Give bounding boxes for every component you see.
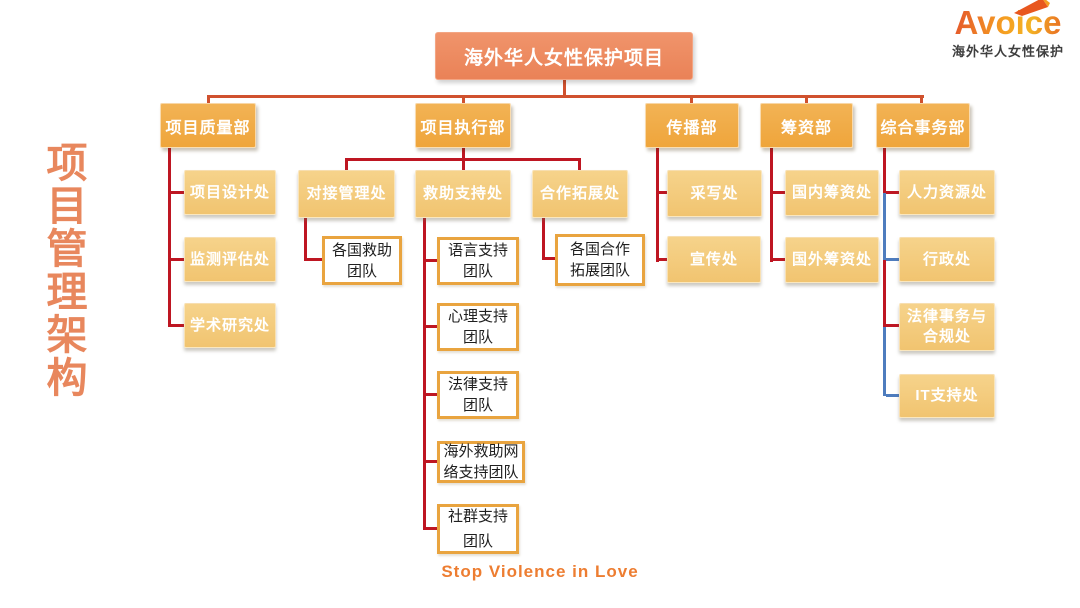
logo: Avoice 海外华人女性保护 <box>943 0 1073 60</box>
connector-line <box>423 218 426 530</box>
flag-icon <box>1013 0 1050 16</box>
office-node-project-design: 项目设计处 <box>184 170 276 215</box>
connector-line <box>542 218 545 260</box>
connector-line <box>770 148 773 262</box>
connector-line <box>171 258 184 261</box>
team-node-overseas-network-support: 海外救助网 络支持团队 <box>437 441 525 483</box>
connector-line <box>426 393 437 396</box>
logo-brand-text: Avoice <box>955 0 1062 40</box>
connector-line <box>426 325 437 328</box>
office-node-hr: 人力资源处 <box>899 170 995 215</box>
office-node-admin: 行政处 <box>899 237 995 282</box>
office-node-cooperation-expansion: 合作拓展处 <box>532 170 628 218</box>
connector-line <box>690 98 693 104</box>
dept-node-general: 综合事务部 <box>876 103 970 148</box>
connector-line <box>426 460 437 463</box>
dept-node-communication: 传播部 <box>645 103 739 148</box>
connector-line <box>426 259 437 262</box>
dept-node-quality: 项目质量部 <box>160 103 256 148</box>
connector-line <box>659 258 667 261</box>
connector-line <box>883 260 886 327</box>
office-node-academic-research: 学术研究处 <box>184 303 276 348</box>
connector-line <box>426 527 437 530</box>
office-node-rescue-support: 救助支持处 <box>415 170 511 218</box>
dept-node-execution: 项目执行部 <box>415 103 511 148</box>
connector-line <box>883 327 886 396</box>
connector-line <box>883 148 886 193</box>
office-node-overseas-funding: 国外筹资处 <box>785 237 879 283</box>
connector-line <box>345 158 581 161</box>
org-root-node: 海外华人女性保护项目 <box>435 32 693 80</box>
connector-line <box>304 218 307 261</box>
connector-line <box>207 98 210 104</box>
connector-line <box>773 191 785 194</box>
connector-line <box>578 161 581 170</box>
team-node-psych-support: 心理支持 团队 <box>437 303 519 351</box>
connector-line <box>886 394 899 397</box>
connector-line <box>545 257 555 260</box>
connector-line <box>171 191 184 194</box>
connector-line <box>563 80 566 96</box>
office-node-liaison-mgmt: 对接管理处 <box>298 170 395 218</box>
footer-slogan: Stop Violence in Love <box>441 562 639 581</box>
team-node-language-support: 语言支持 团队 <box>437 237 519 285</box>
team-node-legal-support: 法律支持 团队 <box>437 371 519 419</box>
team-node-national-rescue: 各国救助 团队 <box>322 236 402 285</box>
connector-line <box>656 148 659 262</box>
office-node-publicity: 宣传处 <box>667 236 761 283</box>
connector-line <box>886 324 899 327</box>
connector-line <box>171 324 184 327</box>
connector-line <box>462 98 465 104</box>
connector-line <box>462 161 465 170</box>
office-node-it-support: IT支持处 <box>899 374 995 418</box>
connector-line <box>345 161 348 170</box>
office-node-writing: 采写处 <box>667 170 762 217</box>
connector-line <box>168 148 171 327</box>
connector-line <box>773 258 785 261</box>
office-node-domestic-funding: 国内筹资处 <box>785 170 879 216</box>
dept-node-funding: 筹资部 <box>760 103 853 148</box>
logo-tagline: 海外华人女性保护 <box>951 44 1064 59</box>
connector-line <box>883 193 886 260</box>
connector-line <box>805 98 808 104</box>
team-node-national-cooperation: 各国合作 拓展团队 <box>555 234 645 286</box>
connector-line <box>659 191 667 194</box>
connector-line <box>886 258 899 261</box>
connector-line <box>462 148 465 160</box>
page-title-vertical: 项目管理架构 <box>40 141 86 399</box>
team-node-community-support: 社群支持 团队 <box>437 504 519 554</box>
office-node-legal-compliance: 法律事务与 合规处 <box>899 303 995 351</box>
connector-line <box>886 191 899 194</box>
connector-line <box>920 98 923 104</box>
connector-line <box>207 95 924 98</box>
connector-line <box>307 258 322 261</box>
office-node-monitoring-eval: 监测评估处 <box>184 237 276 282</box>
